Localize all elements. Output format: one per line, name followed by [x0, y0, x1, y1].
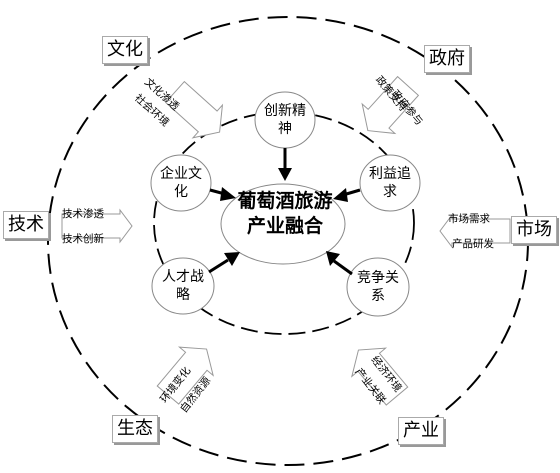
- arrow-corporate-culture: [209, 187, 236, 201]
- factor-culture: 文化: [102, 36, 148, 64]
- node-talent-label: 人才战 略: [156, 268, 210, 304]
- node-corporate-culture-line1: 企业文: [160, 166, 202, 182]
- flow-tech-a: 技术渗透: [62, 208, 104, 220]
- factor-market: 市场: [511, 216, 557, 244]
- arrow-talent: [208, 252, 240, 274]
- center-title: 葡萄酒旅游 产业融合: [215, 189, 355, 239]
- flow-tech-b: 技术创新: [62, 233, 104, 245]
- node-interest-line1: 利益追: [369, 166, 411, 182]
- node-interest: [359, 154, 421, 212]
- factor-government: 政府: [424, 45, 470, 73]
- node-corporate-culture-label: 企业文 化: [154, 165, 208, 201]
- arrow-interest: [333, 188, 361, 202]
- node-corporate-culture-line2: 化: [174, 184, 188, 200]
- node-innovation-line1: 创新精: [264, 103, 306, 119]
- node-innovation-line2: 神: [278, 121, 292, 137]
- node-innovation-label: 创新精 神: [258, 102, 312, 138]
- flow-market-b: 产品研发: [452, 238, 494, 250]
- factor-technology: 技术: [3, 211, 49, 239]
- arrow-innovation: [278, 148, 292, 181]
- center-node: [220, 183, 346, 265]
- node-competition-line2: 系: [371, 288, 385, 304]
- node-competition: [346, 257, 410, 317]
- node-corporate-culture: [150, 154, 212, 212]
- factor-ecology: 生态: [112, 415, 158, 443]
- node-talent-line2: 略: [176, 287, 190, 303]
- fat-arrow-industry: [351, 347, 409, 406]
- node-talent-line1: 人才战: [162, 269, 204, 285]
- node-talent: [151, 257, 215, 315]
- fat-arrow-market: [439, 213, 511, 249]
- node-interest-line2: 求: [383, 184, 397, 200]
- center-title-line1: 葡萄酒旅游: [237, 190, 333, 212]
- node-interest-label: 利益追 求: [363, 165, 417, 201]
- fat-arrow-culture: [164, 80, 224, 139]
- factor-industry: 产业: [398, 417, 444, 445]
- fat-arrow-technology: [61, 208, 133, 244]
- fat-arrow-ecology: [156, 346, 214, 405]
- fat-arrow-government: [361, 75, 420, 135]
- center-title-line2: 产业融合: [246, 215, 323, 237]
- node-competition-line1: 竞争关: [357, 270, 399, 286]
- flow-market-a: 市场需求: [448, 213, 490, 225]
- arrow-competition: [326, 251, 353, 276]
- node-competition-label: 竞争关 系: [351, 269, 405, 305]
